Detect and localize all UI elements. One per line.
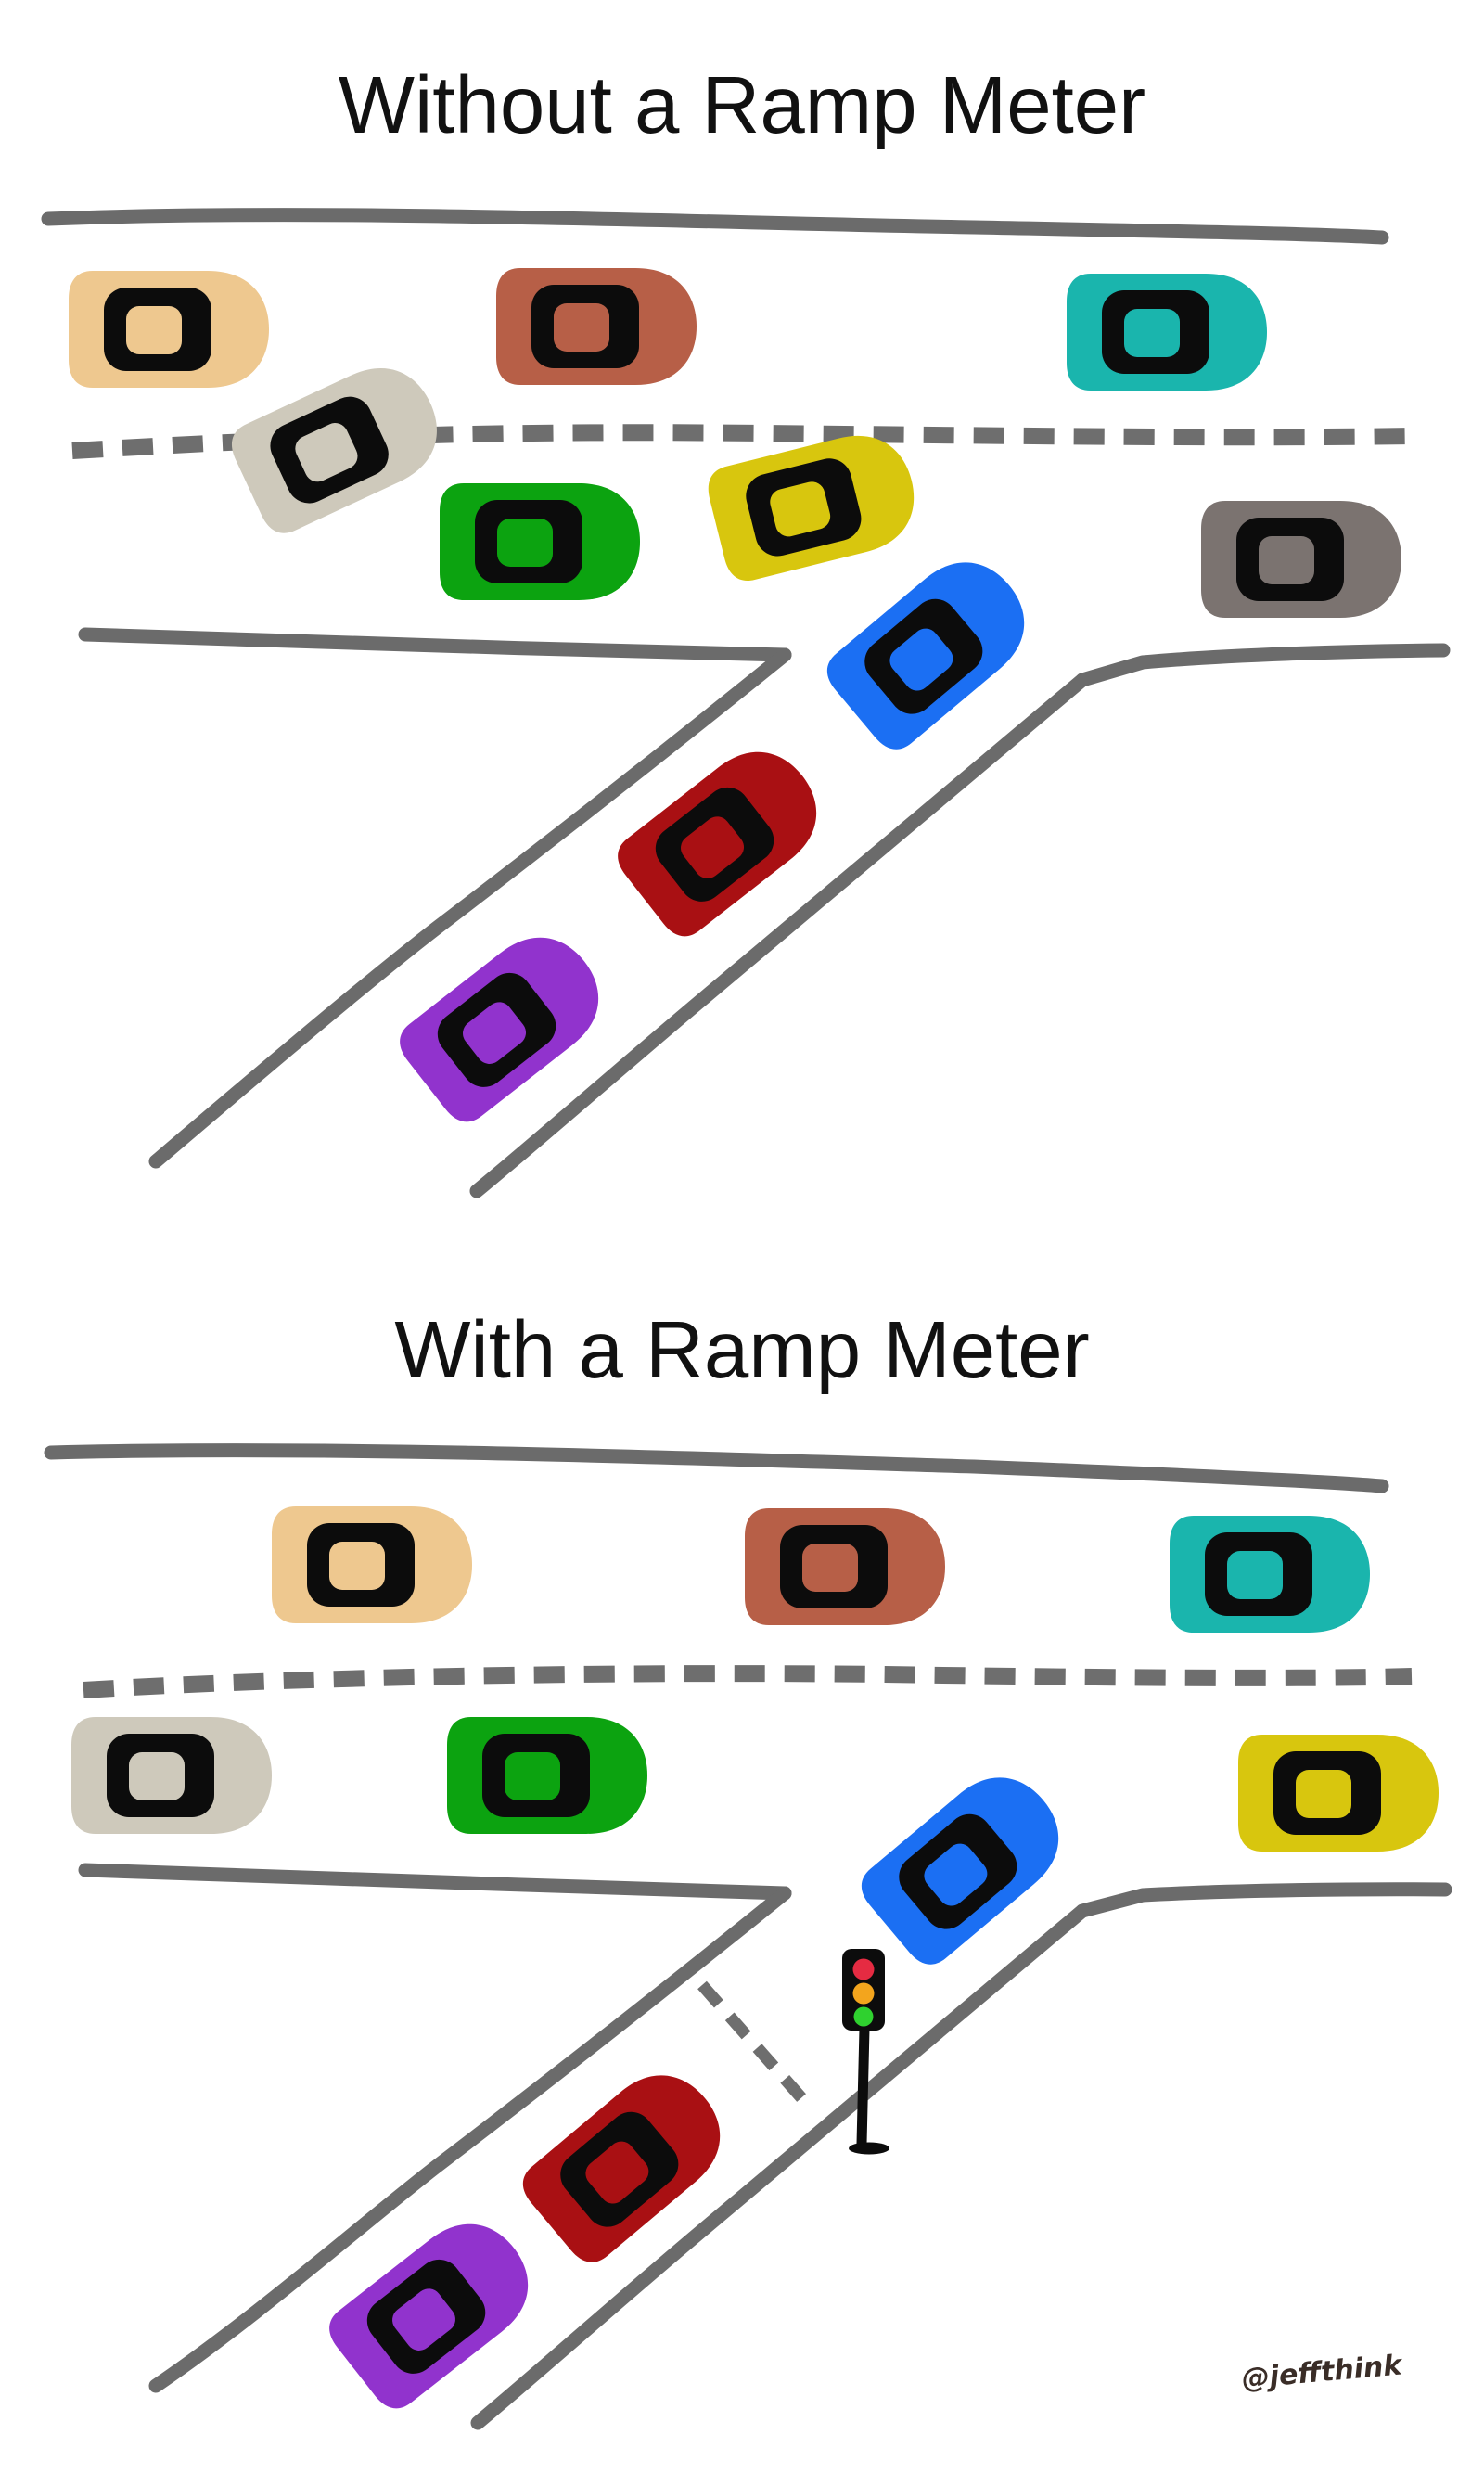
road-edge-bottom-right bbox=[1075, 1882, 1452, 1918]
car-roof bbox=[295, 423, 358, 482]
car-roof bbox=[802, 1544, 858, 1592]
traffic-light-base bbox=[849, 2142, 889, 2155]
car-roof bbox=[463, 1002, 527, 1064]
road-edge-top bbox=[41, 208, 1389, 245]
panel-with-ramp-meter bbox=[44, 1443, 1452, 2430]
car-roof bbox=[126, 306, 182, 354]
traffic-light-amber-lamp bbox=[852, 1982, 875, 2005]
car-roof bbox=[1227, 1551, 1283, 1599]
sienna-car (left-lane) bbox=[745, 1508, 945, 1625]
road-edge-bottom-left bbox=[78, 627, 792, 662]
silver-car (changing-lanes) bbox=[231, 368, 437, 533]
purple-car (on-ramp) bbox=[400, 937, 599, 1122]
car-roof bbox=[392, 2288, 456, 2351]
car-roof bbox=[924, 1843, 988, 1906]
road-edge-bottom-right bbox=[1075, 643, 1451, 687]
tan-car (left-lane) bbox=[69, 271, 269, 388]
teal-car (left-lane) bbox=[1067, 274, 1267, 391]
silver-car (right-lane) bbox=[71, 1717, 272, 1834]
car-roof bbox=[505, 1752, 560, 1800]
gray-car (right-lane) bbox=[1201, 501, 1401, 618]
panel-without-ramp-meter bbox=[41, 208, 1451, 1198]
car-roof bbox=[1296, 1770, 1351, 1818]
teal-car (left-lane) bbox=[1170, 1516, 1370, 1633]
panel-title-without-ramp-meter: Without a Ramp Meter bbox=[338, 60, 1146, 150]
road-edge-bottom-left bbox=[78, 1863, 792, 1901]
car-roof bbox=[554, 303, 609, 352]
onramp-edge-left bbox=[148, 1886, 792, 2393]
car-roof bbox=[1124, 309, 1180, 357]
onramp-edge-right bbox=[469, 673, 1090, 1198]
purple-car (on-ramp-queue) bbox=[329, 2223, 529, 2409]
traffic-light-pole bbox=[856, 2023, 870, 2149]
car-roof bbox=[585, 2141, 649, 2204]
green-car (right-lane) bbox=[440, 483, 640, 600]
car-roof bbox=[1259, 536, 1314, 584]
ramp-meter-traffic-light bbox=[842, 1949, 889, 2155]
yellow-car (right-lane) bbox=[708, 435, 915, 581]
ramp-meter-stop-line bbox=[697, 1980, 810, 2107]
tan-car (left-lane) bbox=[272, 1506, 472, 1623]
car-roof bbox=[770, 481, 831, 537]
onramp-edge-right bbox=[470, 1903, 1090, 2430]
dark-red-car (on-ramp) bbox=[618, 751, 817, 937]
sienna-car (left-lane) bbox=[496, 268, 697, 385]
green-car (right-lane) bbox=[447, 1717, 647, 1834]
traffic-light-green-lamp bbox=[853, 2006, 874, 2027]
car-roof bbox=[329, 1542, 385, 1590]
yellow-car (right-lane) bbox=[1238, 1735, 1439, 1852]
car-roof bbox=[497, 519, 553, 567]
car-roof bbox=[129, 1752, 185, 1800]
blue-car (merging-from-ramp) bbox=[861, 1777, 1059, 1965]
dark-red-car (on-ramp-queue) bbox=[522, 2075, 721, 2262]
traffic-light-red-lamp bbox=[852, 1958, 875, 1980]
car-roof bbox=[681, 816, 745, 878]
blue-car (merging-from-ramp) bbox=[826, 562, 1025, 750]
lane-divider-dashed-line bbox=[83, 1665, 1413, 1698]
panel-title-with-ramp-meter: With a Ramp Meter bbox=[394, 1305, 1090, 1395]
road-edge-top bbox=[44, 1443, 1389, 1493]
car-roof bbox=[889, 628, 953, 691]
onramp-edge-left bbox=[148, 647, 792, 1169]
